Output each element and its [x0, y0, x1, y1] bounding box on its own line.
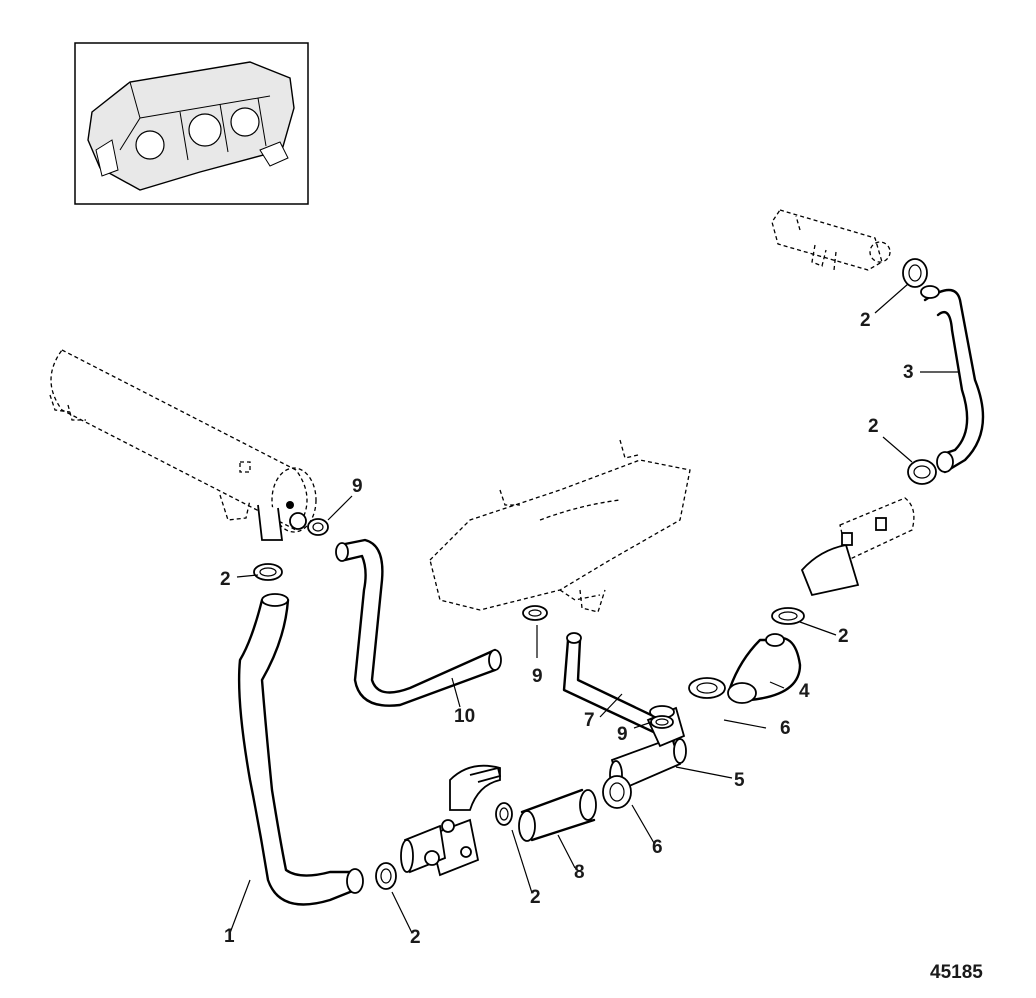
clamp-2-upper-right[interactable]: [907, 459, 937, 485]
figure-number: 45185: [930, 962, 983, 983]
callout-4: 4: [799, 681, 810, 702]
hose-3[interactable]: [920, 285, 985, 474]
clamp-6-lower[interactable]: [602, 775, 632, 809]
phantom-fuel-cooler-bottom: [800, 497, 915, 597]
callout-2: 2: [868, 416, 879, 437]
clamp-9-center[interactable]: [522, 605, 548, 621]
clamp-2-bottom-left[interactable]: [375, 862, 397, 890]
hose-8[interactable]: [518, 788, 597, 842]
callout-9: 9: [532, 666, 543, 687]
clamp-2-top[interactable]: [902, 258, 928, 288]
phantom-fuel-cooler-top: [771, 209, 891, 271]
clamp-9-lower[interactable]: [650, 715, 674, 729]
callout-2: 2: [220, 569, 231, 590]
engine-block-inset: [74, 42, 309, 205]
leader-lines: [229, 283, 960, 934]
clamp-9-top-left[interactable]: [307, 518, 329, 536]
callout-6: 6: [780, 718, 791, 739]
callout-2: 2: [860, 310, 871, 331]
hose-10[interactable]: [335, 538, 502, 707]
clamp-2-left[interactable]: [253, 563, 283, 581]
callout-3: 3: [903, 362, 914, 383]
engine-block-icon: [87, 61, 295, 191]
callout-labels: 1 2 2 2 2 2 2 3 4 5 6 6 7 8 9 9 9 10: [220, 310, 914, 948]
hose-1[interactable]: [237, 593, 364, 906]
callout-8: 8: [574, 862, 585, 883]
callout-1: 1: [224, 926, 235, 947]
callout-2: 2: [410, 927, 421, 948]
clamp-2-bottom-center[interactable]: [495, 802, 513, 826]
clamp-6-upper[interactable]: [688, 677, 726, 699]
callout-9: 9: [617, 724, 628, 745]
hose-4[interactable]: [727, 633, 802, 704]
callout-9: 9: [352, 476, 363, 497]
clamp-2-middle-right[interactable]: [771, 607, 805, 625]
callout-7: 7: [584, 710, 595, 731]
callout-2: 2: [530, 887, 541, 908]
drain-valve-assembly[interactable]: [400, 764, 502, 877]
callout-6: 6: [652, 837, 663, 858]
phantom-exhaust-manifold: [429, 439, 691, 613]
callout-5: 5: [734, 770, 745, 791]
callout-2: 2: [838, 626, 849, 647]
phantom-heat-exchanger: [49, 349, 317, 541]
callout-10: 10: [454, 706, 475, 727]
